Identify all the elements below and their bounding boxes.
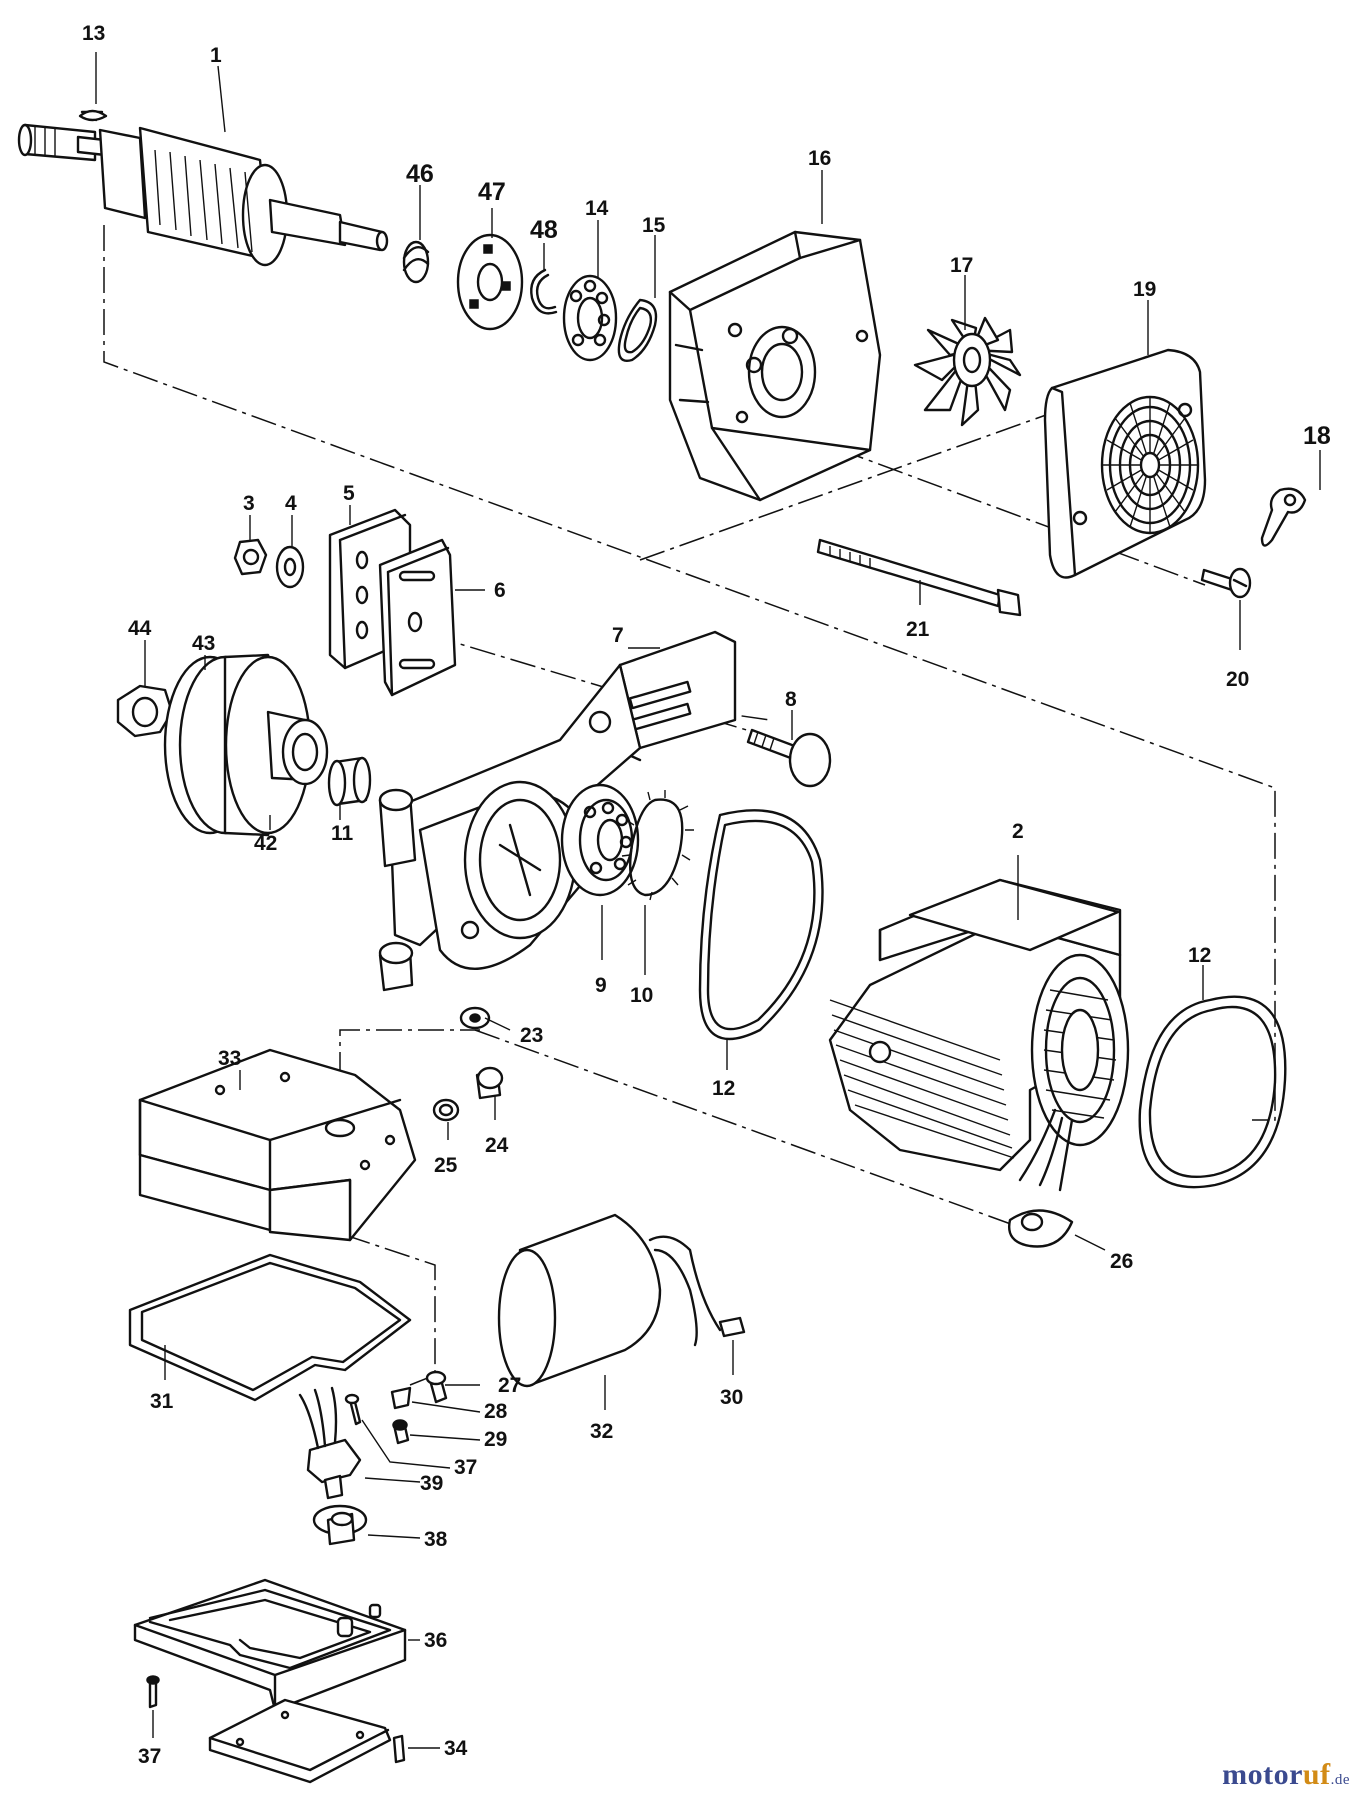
wave-washer (617, 298, 658, 362)
label-part-47: 47 (478, 178, 506, 206)
label-part-21: 21 (906, 618, 930, 641)
label-part-46: 46 (406, 160, 434, 188)
wire-connector (718, 1316, 746, 1338)
label-part-18: 18 (1303, 422, 1331, 450)
label-part-24: 24 (485, 1134, 509, 1157)
carriage-bolt (746, 728, 832, 788)
label-part-7: 7 (612, 624, 624, 647)
label-part-36: 36 (424, 1629, 447, 1652)
hex-nut-small (233, 538, 268, 576)
cable-gland (475, 1066, 504, 1100)
armature-rotor (17, 110, 389, 267)
spacer-bushing (327, 756, 372, 807)
bottom-screw (146, 1675, 160, 1709)
label-part-27: 27 (498, 1374, 521, 1397)
snap-ring (621, 790, 694, 901)
label-part-4: 4 (285, 492, 297, 515)
label-part-38: 38 (424, 1528, 448, 1551)
label-part-1: 1 (210, 44, 222, 67)
earth-terminal (390, 1386, 412, 1410)
label-part-8: 8 (785, 688, 797, 711)
terminal-box-gasket (128, 1253, 412, 1402)
label-part-15: 15 (642, 214, 666, 237)
clamp-plate-front (378, 538, 457, 697)
terminal-box (138, 1048, 417, 1242)
label-part-14: 14 (585, 197, 609, 220)
label-part-17: 17 (950, 254, 973, 277)
label-part-34: 34 (444, 1737, 468, 1760)
label-part-39: 39 (420, 1472, 443, 1495)
watermark-main: motor (1222, 1758, 1303, 1791)
label-part-33: 33 (218, 1047, 241, 1070)
stator-housing (828, 878, 1130, 1192)
shaft-key (78, 109, 108, 122)
ball-bearing-rear (560, 783, 640, 897)
pulley (163, 653, 329, 837)
base-plate-screw (392, 1734, 406, 1764)
flat-washer (275, 545, 305, 589)
capacitor (497, 1213, 722, 1388)
label-part-6: 6 (494, 579, 506, 602)
ball-bearing-front (562, 274, 618, 362)
label-part-20: 20 (1226, 668, 1249, 691)
terminal-screw (392, 1419, 410, 1445)
grommet-washer (459, 1006, 491, 1030)
cooling-fan (913, 316, 1022, 427)
label-part-5: 5 (343, 482, 355, 505)
watermark-logo: motoruf.de (1222, 1758, 1350, 1792)
label-part-43: 43 (192, 632, 215, 655)
label-part-3: 3 (243, 492, 255, 515)
switch-unit (298, 1386, 362, 1500)
bearing-cap (456, 233, 524, 331)
label-part-12b: 12 (1188, 944, 1211, 967)
through-bolt (816, 538, 1022, 617)
label-part-11: 11 (331, 822, 354, 845)
spring-washer (402, 240, 430, 284)
label-part-13: 13 (82, 22, 105, 45)
motor-bracket (378, 630, 737, 992)
retaining-clip (1260, 487, 1307, 547)
terminal-plate (1008, 1209, 1074, 1248)
watermark-tld: .de (1330, 1772, 1350, 1788)
switch-knob-seal (312, 1504, 368, 1546)
watermark-accent: uf (1302, 1758, 1331, 1791)
label-part-32: 32 (590, 1420, 613, 1443)
label-part-30: 30 (720, 1386, 743, 1409)
label-part-29: 29 (484, 1428, 507, 1451)
part-number-labels: 13 1 46 47 48 14 15 16 17 19 18 20 21 3 … (82, 22, 1331, 1768)
leader-lines (95, 52, 1321, 1749)
label-part-37-bottom: 37 (138, 1745, 161, 1768)
label-part-37-top: 37 (454, 1456, 477, 1479)
gasket-ring-left (698, 809, 824, 1041)
label-part-16: 16 (808, 147, 831, 170)
label-part-42: 42 (254, 832, 277, 855)
label-part-9: 9 (595, 974, 607, 997)
label-part-19: 19 (1133, 278, 1156, 301)
label-part-28: 28 (484, 1400, 508, 1423)
label-part-2: 2 (1012, 820, 1024, 843)
label-part-10: 10 (630, 984, 653, 1007)
base-plate (208, 1698, 392, 1784)
label-part-44: 44 (128, 617, 152, 640)
circlip (530, 268, 558, 315)
fan-cover (1043, 348, 1207, 579)
label-part-12a: 12 (712, 1077, 735, 1100)
switch-screw (344, 1393, 362, 1426)
label-part-31: 31 (150, 1390, 174, 1413)
end-bell-housing (668, 230, 882, 502)
hex-nut-large (116, 684, 174, 738)
assembly-lines (103, 225, 1276, 1386)
label-part-26: 26 (1110, 1250, 1133, 1273)
cover-screw (1200, 567, 1252, 599)
gasket-ring-right (1138, 995, 1287, 1189)
cap-plug (432, 1098, 460, 1122)
label-part-48: 48 (530, 216, 558, 244)
bottom-cover-plate (133, 1578, 407, 1712)
small-screw (425, 1370, 448, 1404)
label-part-23: 23 (520, 1024, 543, 1047)
label-part-25: 25 (434, 1154, 458, 1177)
